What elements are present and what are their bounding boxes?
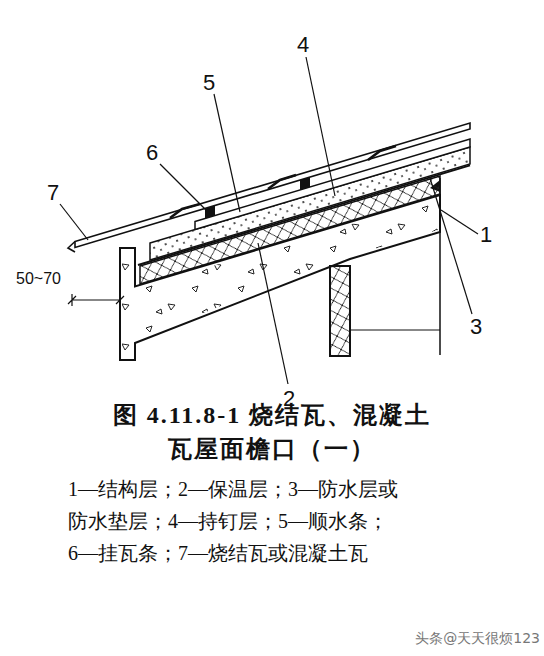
dimension-line — [68, 294, 124, 306]
callout-number: 3 — [470, 314, 482, 340]
legend-line: 防水垫层；4—持钉层；5—顺水条； — [68, 508, 388, 535]
roof-tile — [75, 123, 470, 248]
wall — [330, 266, 350, 356]
legend-line: 6—挂瓦条；7—烧结瓦或混凝土瓦 — [68, 540, 368, 567]
insulation-layer — [140, 176, 440, 284]
nail-holding-layer — [150, 147, 470, 260]
figure-caption: 图 4.11.8-1 烧结瓦、混凝土 瓦屋面檐口（一） — [62, 398, 482, 466]
callout-number: 5 — [203, 70, 215, 96]
leader-lines — [60, 57, 478, 384]
ceiling-line — [350, 330, 440, 331]
callout-number: 1 — [480, 222, 492, 248]
legend-line: 1—结构层；2—保温层；3—防水层或 — [68, 476, 398, 503]
callout-number: 6 — [146, 140, 158, 166]
dimension-text: 50~70 — [16, 270, 61, 288]
watermark: 头条@天天很烦123 — [415, 630, 540, 648]
callout-number: 7 — [47, 180, 59, 206]
callout-number: 2 — [283, 386, 295, 412]
waterproof-layer — [138, 165, 470, 265]
inner-wall-line — [439, 178, 441, 355]
callout-number: 4 — [297, 32, 309, 58]
tile-hook — [68, 242, 75, 253]
